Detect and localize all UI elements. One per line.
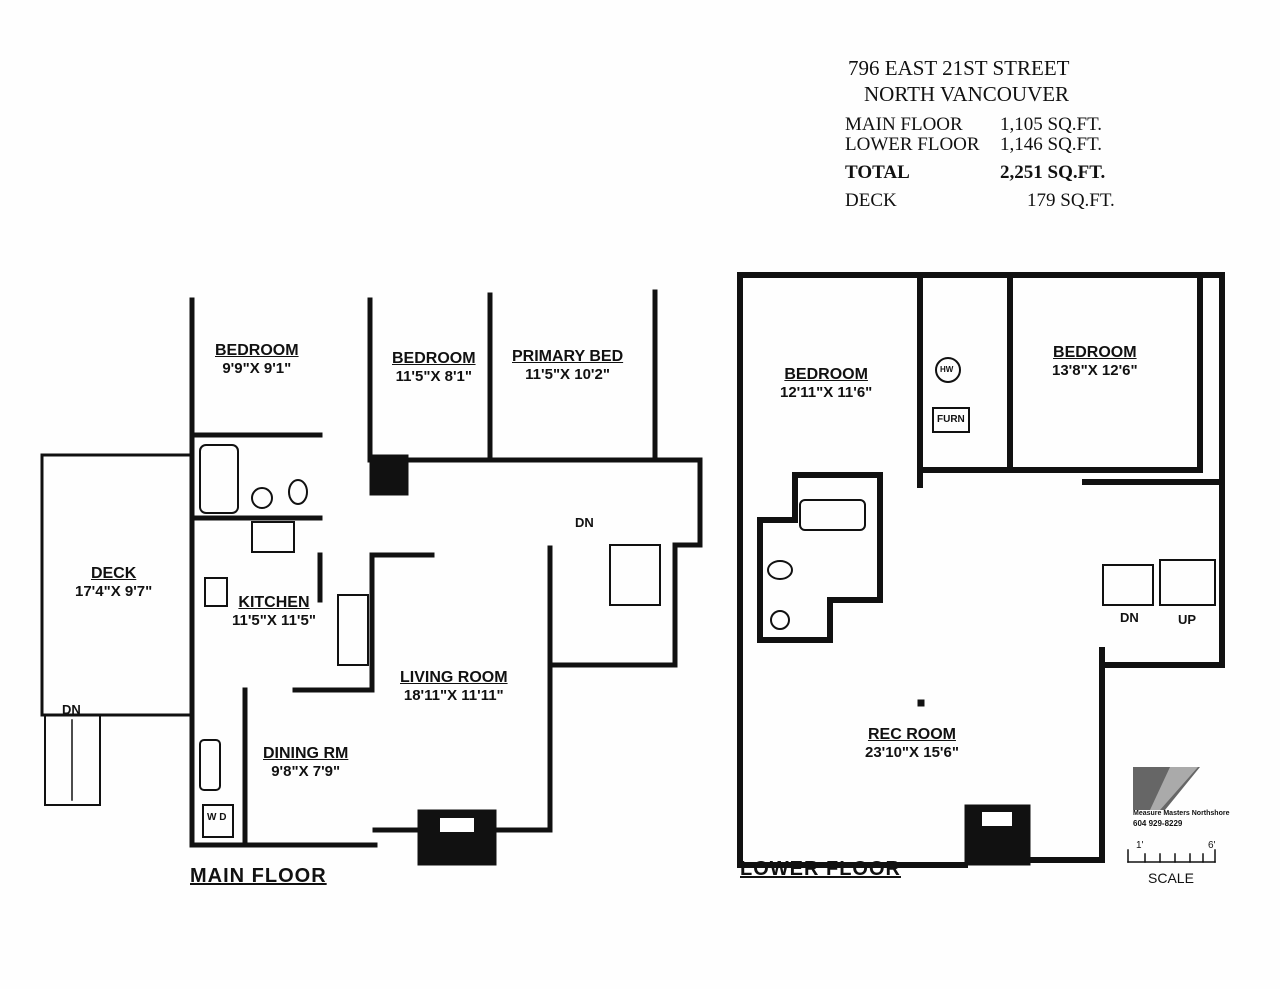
- area-value: 1,105 SQ.FT.: [1000, 114, 1103, 135]
- scale-label: SCALE: [1148, 870, 1194, 886]
- area-value: 179 SQ.FT.: [1027, 190, 1115, 211]
- washer-dryer: W D: [207, 812, 227, 823]
- lower-floor-title: LOWER FLOOR: [740, 858, 901, 880]
- logo-company: Measure Masters Northshore: [1133, 810, 1230, 817]
- area-value: 1,146 SQ.FT.: [1000, 134, 1103, 155]
- main-floor-title: MAIN FLOOR: [190, 865, 327, 887]
- scale-end: 6': [1208, 840, 1216, 851]
- hot-water-tank: HW: [940, 365, 954, 374]
- main-closet-block: [369, 454, 409, 496]
- logo-phone: 604 929-8229: [1133, 819, 1183, 828]
- address: 796 EAST 21ST STREET: [848, 56, 1070, 80]
- area-label: LOWER FLOOR: [845, 134, 980, 155]
- stair-label: DN: [1120, 610, 1139, 625]
- post: [917, 699, 925, 707]
- logo-mark: [1133, 767, 1200, 810]
- lower-fixtures: [767, 357, 1216, 630]
- area-value: 2,251 SQ.FT.: [1000, 162, 1106, 183]
- stair-label: DN: [62, 702, 81, 717]
- furnace: FURN: [937, 414, 965, 425]
- city: NORTH VANCOUVER: [864, 82, 1070, 106]
- deck: [40, 453, 194, 806]
- area-label: MAIN FLOOR: [845, 114, 963, 135]
- scale-bar: [1127, 849, 1216, 863]
- stair-label: DN: [575, 515, 594, 530]
- scale-start: 1': [1136, 840, 1144, 851]
- stair-label: UP: [1178, 612, 1197, 627]
- area-label: DECK: [845, 190, 897, 211]
- main-fixtures: [199, 444, 661, 838]
- main-floor-walls: [189, 289, 703, 848]
- lower-floor-walls: [737, 272, 1225, 868]
- area-label: TOTAL: [845, 162, 910, 183]
